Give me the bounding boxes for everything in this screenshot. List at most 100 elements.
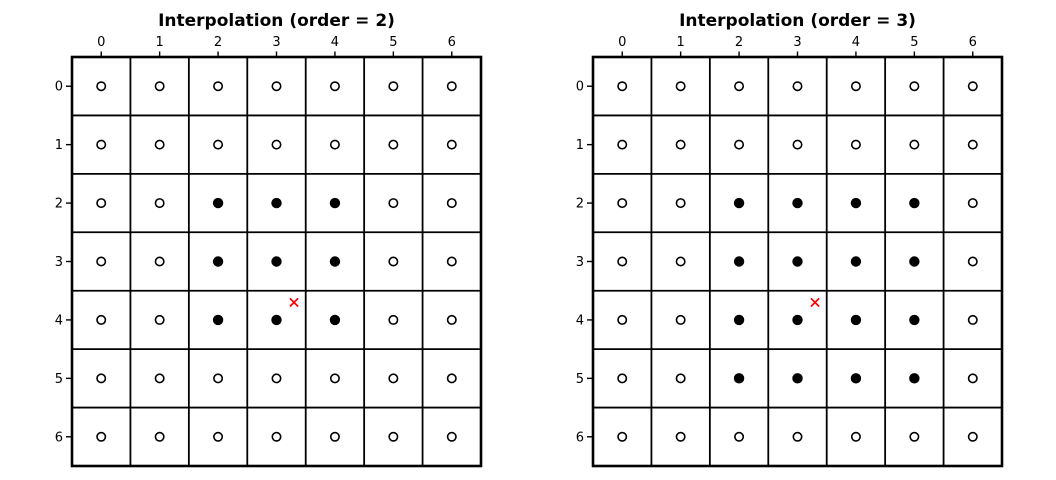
grid-point-open: [675, 314, 686, 325]
grid-point-filled: [792, 314, 803, 326]
grid-point-filled: [850, 373, 862, 384]
grid-point-filled: [271, 197, 282, 209]
x-tick-label: 0: [618, 35, 626, 50]
grid-point-open: [850, 431, 861, 442]
grid-point-open: [271, 373, 282, 384]
grid-point-open: [96, 431, 107, 442]
grid-point-open: [967, 373, 978, 384]
grid-point-open: [446, 81, 457, 92]
y-tick-label: 4: [576, 313, 584, 328]
grid-point-filled: [909, 373, 920, 384]
grid-point-open: [675, 431, 686, 442]
grid-point-filled: [909, 197, 920, 209]
grid-point-open: [388, 256, 399, 267]
grid-point-filled: [271, 314, 282, 326]
x-tick-label: 4: [331, 35, 339, 50]
grid-point-open: [792, 139, 803, 150]
grid-point-open: [909, 139, 920, 150]
grid-point-filled: [792, 373, 803, 384]
grid-point-open: [154, 431, 165, 442]
grid-point-open: [734, 139, 745, 150]
grid-point-open: [850, 81, 861, 92]
grid-point-open: [446, 139, 457, 150]
grid-point-open: [967, 431, 978, 442]
grid-point-open: [617, 198, 628, 209]
plot-border: [70, 55, 483, 468]
grid-point-filled: [909, 256, 920, 267]
plot-border: [591, 55, 1004, 468]
grid-point-open: [213, 81, 224, 92]
y-tick-label: 3: [55, 255, 63, 270]
y-tick-label: 6: [55, 430, 63, 445]
grid-point-filled: [733, 314, 745, 326]
grid-point-open: [909, 81, 920, 92]
grid-point-open: [213, 431, 224, 442]
grid-point-open: [96, 373, 107, 384]
grid-point-open: [329, 139, 340, 150]
grid-point-open: [675, 256, 686, 267]
grid-point-open: [329, 373, 340, 384]
grid-point-filled: [850, 314, 862, 326]
grid-point-open: [675, 81, 686, 92]
y-tick-label: 1: [576, 138, 584, 153]
grid-point-open: [967, 81, 978, 92]
grid-point-open: [446, 314, 457, 325]
grid-point-open: [967, 314, 978, 325]
chart-title: Interpolation (order = 2): [158, 11, 395, 31]
x-tick-label: 0: [97, 35, 105, 50]
x-tick-label: 3: [793, 35, 801, 50]
interpolation-cross-icon: [289, 297, 299, 307]
grid-point-filled: [271, 256, 282, 267]
x-tick-label: 1: [156, 35, 164, 50]
grid-point-open: [617, 139, 628, 150]
grid-point-open: [96, 139, 107, 150]
grid-point-open: [446, 198, 457, 209]
grid-point-open: [617, 256, 628, 267]
y-tick-label: 2: [55, 197, 63, 212]
grid-point-open: [967, 256, 978, 267]
interpolation-cross-icon: [810, 297, 820, 307]
x-tick-label: 2: [214, 35, 222, 50]
grid-point-open: [446, 373, 457, 384]
grid-point-open: [96, 256, 107, 267]
y-tick-label: 4: [55, 313, 63, 328]
grid-point-open: [388, 139, 399, 150]
grid-point-open: [734, 431, 745, 442]
grid-point-open: [617, 81, 628, 92]
grid-point-open: [388, 431, 399, 442]
grid-point-filled: [329, 314, 341, 326]
grid-point-open: [967, 139, 978, 150]
grid-point-filled: [733, 197, 745, 209]
y-tick-label: 1: [55, 138, 63, 153]
grid-point-open: [617, 431, 628, 442]
grid-point-filled: [212, 314, 224, 326]
grid-point-open: [154, 314, 165, 325]
grid-point-open: [154, 81, 165, 92]
x-tick-label: 5: [389, 35, 397, 50]
grid-point-open: [388, 198, 399, 209]
grid-point-open: [96, 314, 107, 325]
y-tick-label: 6: [576, 430, 584, 445]
grid-point-open: [154, 198, 165, 209]
grid-point-filled: [733, 256, 745, 267]
grid-point-open: [909, 431, 920, 442]
grid-point-open: [617, 373, 628, 384]
y-tick-label: 3: [576, 255, 584, 270]
grid-point-open: [675, 139, 686, 150]
grid-point-filled: [329, 197, 341, 209]
grid-point-open: [271, 139, 282, 150]
grid-point-filled: [909, 314, 920, 326]
grid-point-open: [446, 256, 457, 267]
y-tick-label: 0: [576, 80, 584, 95]
x-tick-label: 4: [852, 35, 860, 50]
x-tick-label: 1: [677, 35, 685, 50]
grid-point-open: [154, 139, 165, 150]
grid-point-filled: [850, 197, 862, 209]
grid-point-filled: [212, 256, 224, 267]
grid-point-open: [617, 314, 628, 325]
y-tick-label: 5: [576, 372, 584, 387]
y-tick-label: 2: [576, 197, 584, 212]
